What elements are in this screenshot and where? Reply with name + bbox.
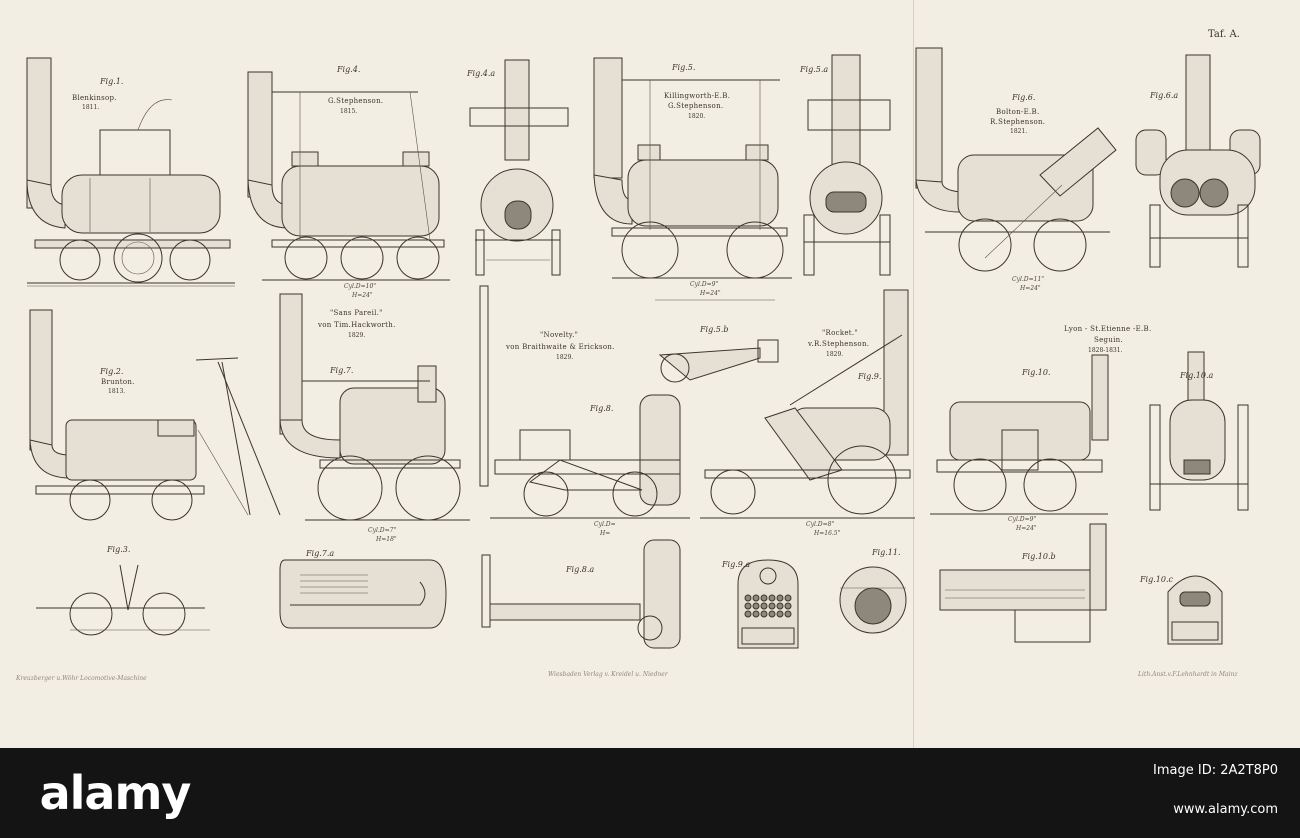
alamy-logo: alamy [39,766,192,820]
drawing-fig7a [279,559,447,629]
fig10-name: Lyon - St.Etienne -E.B. [1064,325,1152,333]
fig9a-label: Fig.9.a [722,560,751,569]
fig4-dim-h: H=24" [352,292,373,299]
fig10-label: Fig.10. [1022,368,1051,377]
drawing-fig5b [655,299,779,383]
imprint-left: Kreuzberger u.Wöhr Locomotive-Maschine [16,675,147,682]
fig10-dim-h: H=24" [1016,525,1037,532]
plate-fold-line [913,0,914,748]
fig8-label: Fig.8. [590,404,614,413]
fig2-label: Fig.2. [100,367,124,376]
fig5-year: 1820. [688,113,706,120]
fig6-year: 1821. [1010,128,1028,135]
fig4-dim-cyl: Cyl.D=10" [344,283,377,290]
fig9-dim-h: H=16.5" [814,530,841,537]
fig8-name2: von Braithwaite & Erickson. [506,343,615,351]
fig6-name: Bolton-E.B. [996,108,1040,116]
drawing-fig3 [36,564,210,636]
drawing-fig6 [915,47,1117,272]
fig7-name2: von Tim.Hackworth. [318,321,396,329]
drawing-fig4a [469,59,569,276]
fig6-name2: R.Stephenson. [990,118,1046,126]
fig5-name: Killingworth-E.B. [664,92,731,100]
drawing-fig10b [939,523,1107,643]
fig8-dim-cyl: Cyl.D= [594,521,616,528]
fig10-dim-cyl: Cyl.D=9" [1008,516,1037,523]
fig7-name: "Sans Pareil." [330,309,383,317]
fig7-year: 1829. [348,332,366,339]
fig10-year: 1828-1831. [1088,347,1123,354]
fig9-name2: v.R.Stephenson. [808,340,870,348]
fig6-dim-cyl: Cyl.D=11" [1012,276,1045,283]
fig10-name2: Seguin. [1094,336,1123,344]
fig4-name: G.Stephenson. [328,97,384,105]
fig10c-label: Fig.10.c [1140,575,1173,584]
fig8-year: 1829. [556,354,574,361]
fig1-year: 1811. [82,104,100,111]
fig1-label: Fig.1. [100,77,124,86]
drawing-fig10 [930,354,1109,515]
fig5b-label: Fig.5.b [700,325,729,334]
drawing-fig11 [839,566,907,634]
fig5-name2: G.Stephenson. [668,102,724,110]
fig10b-label: Fig.10.b [1022,552,1056,561]
fig5-label: Fig.5. [672,63,696,72]
drawing-fig1 [26,57,235,287]
fig11-label: Fig.11. [872,548,901,557]
fig7a-label: Fig.7.a [306,549,335,558]
fig9-dim-cyl: Cyl.D=8" [806,521,835,528]
image-id-text: Image ID: 2A2T8P0 [1153,763,1278,778]
drawing-fig9a [737,559,799,649]
locomotive-drawings [26,47,1261,649]
drawing-fig9 [700,289,915,519]
plate-number: Taf. A. [1208,29,1240,40]
drawing-fig10a [1149,351,1249,511]
site-url-text: www.alamy.com [1173,802,1278,817]
fig7-label: Fig.7. [330,366,354,375]
fig6-dim-h: H=24" [1020,285,1041,292]
drawing-fig8a [481,539,681,649]
fig4-year: 1815. [340,108,358,115]
fig5-dim-cyl: Cyl.D=9" [690,281,719,288]
fig2-year: 1813. [108,388,126,395]
fig7-dim-h: H=18" [376,536,397,543]
fig9-year: 1829. [826,351,844,358]
drawing-fig4 [247,71,450,281]
fig9-label: Fig.9. [858,372,882,381]
imprint-right: Lith.Anst.v.F.Lehnhardt in Mainz [1138,671,1238,678]
fig1-name: Blenkinsop. [72,94,117,102]
drawing-fig6a [1135,54,1261,268]
fig7-dim-cyl: Cyl.D=7" [368,527,397,534]
drawing-fig5a [803,54,891,276]
watermark-bar [0,748,1300,838]
imprint-center: Wiesbaden Verlag v. Kreidel u. Niedner [548,671,668,678]
fig6-label: Fig.6. [1012,93,1036,102]
fig9-name: "Rocket." [822,329,858,337]
fig5a-label: Fig.5.a [800,65,829,74]
drawing-fig10c [1167,575,1223,645]
fig8-name: "Novelty." [540,331,579,339]
fig10a-label: Fig.10.a [1180,371,1214,380]
drawing-fig5 [593,57,792,279]
fig4-label: Fig.4. [337,65,361,74]
fig6a-label: Fig.6.a [1150,91,1179,100]
fig8a-label: Fig.8.a [566,565,595,574]
drawing-fig7 [279,293,470,521]
fig2-name: Brunton. [101,378,135,386]
drawing-fig2 [29,309,281,521]
fig8-dim-h: H= [600,530,611,537]
fig5-dim-h: H=24" [700,290,721,297]
drawing-fig8 [479,285,690,519]
fig4a-label: Fig.4.a [467,69,496,78]
fig3-label: Fig.3. [107,545,131,554]
